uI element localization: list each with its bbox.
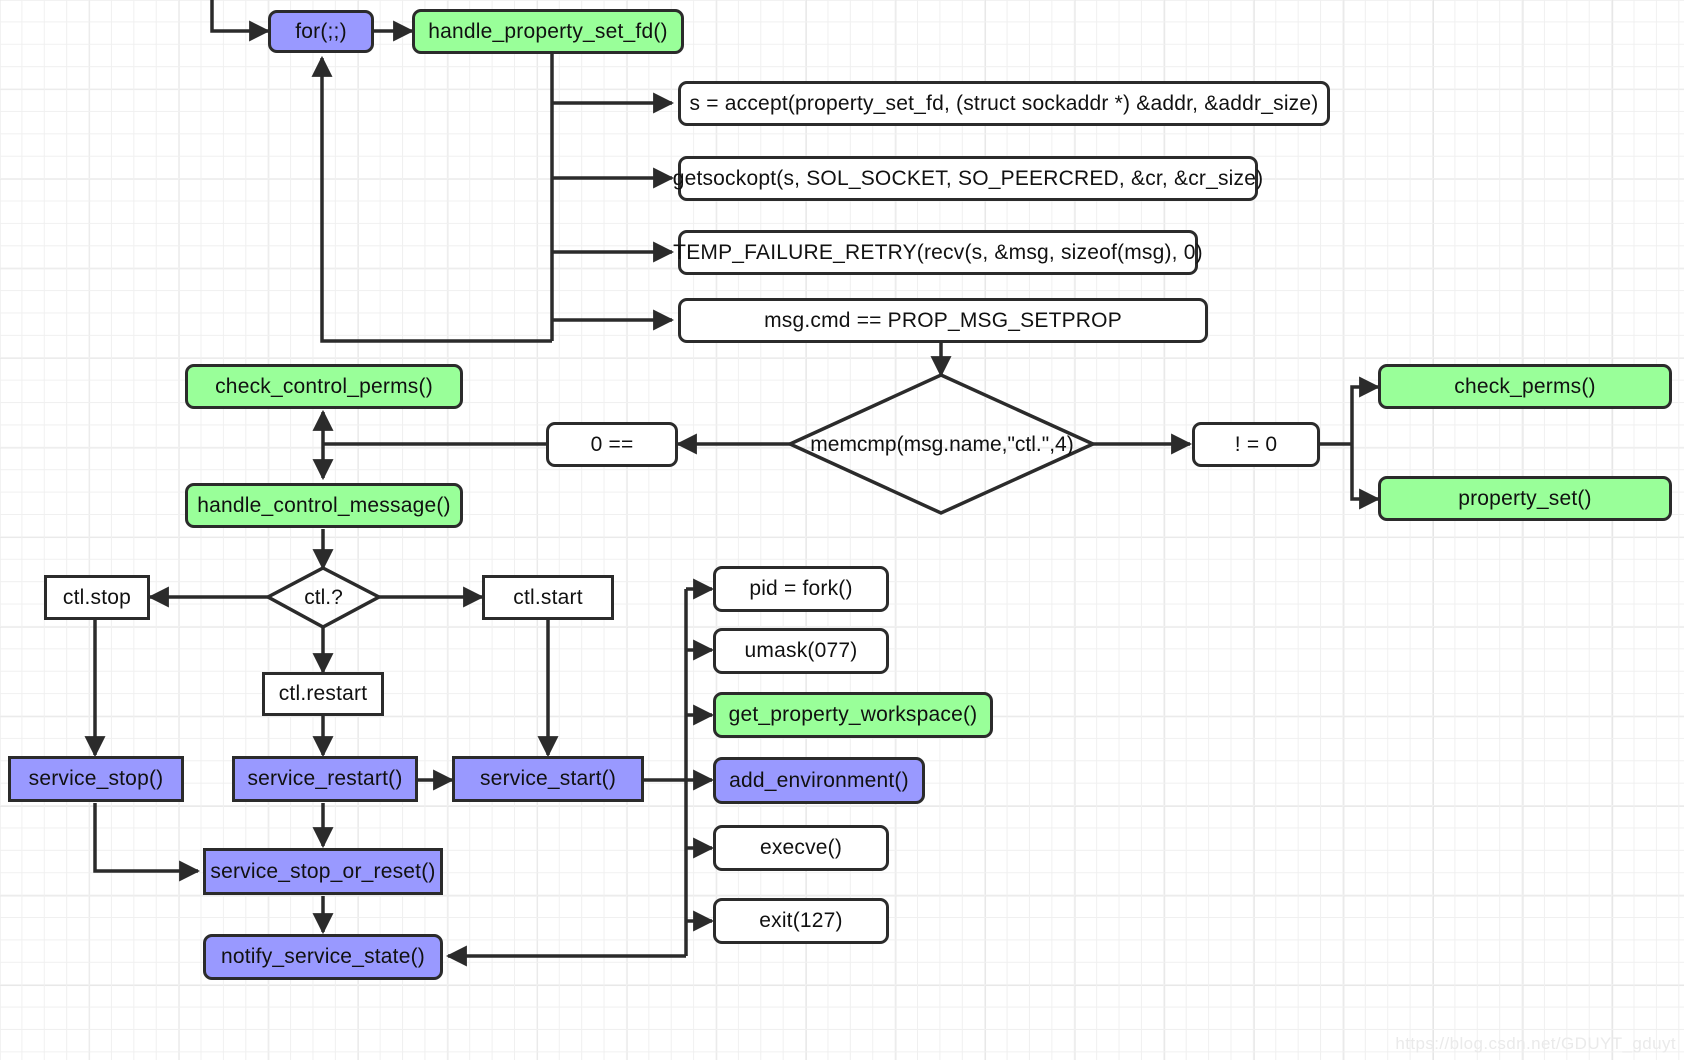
- watermark: https://blog.csdn.net/GDUYT_gduyt: [1395, 1034, 1676, 1053]
- node-pid-fork-label: pid = fork(): [749, 577, 853, 600]
- node-eq-zero[interactable]: 0 ==: [546, 422, 678, 467]
- node-temp-failure-retry-label: TEMP_FAILURE_RETRY(recv(s, &msg, sizeof(…: [673, 240, 1203, 264]
- node-add-environment[interactable]: add_environment(): [713, 757, 925, 804]
- node-service-start[interactable]: service_start(): [452, 756, 644, 802]
- node-check-perms-label: check_perms(): [1454, 374, 1596, 398]
- node-handle-control-message[interactable]: handle_control_message(): [185, 483, 463, 528]
- node-ctl-start-label: ctl.start: [513, 585, 583, 609]
- node-notify-service-state[interactable]: notify_service_state(): [203, 934, 443, 980]
- node-temp-failure-retry[interactable]: TEMP_FAILURE_RETRY(recv(s, &msg, sizeof(…: [673, 230, 1203, 275]
- node-memcmp-decision-label: memcmp(msg.name,"ctl.",4): [810, 433, 1074, 456]
- node-exit127-label: exit(127): [759, 909, 843, 932]
- node-ctl-stop[interactable]: ctl.stop: [44, 575, 150, 620]
- node-property-set-label: property_set(): [1458, 486, 1592, 510]
- node-exit127[interactable]: exit(127): [713, 898, 889, 944]
- node-service-stop-or-reset[interactable]: service_stop_or_reset(): [203, 848, 443, 895]
- node-msg-cmd-label: msg.cmd == PROP_MSG_SETPROP: [764, 308, 1122, 332]
- node-check-perms[interactable]: check_perms(): [1378, 364, 1672, 409]
- node-execve[interactable]: execve(): [713, 825, 889, 871]
- node-handle-control-message-label: handle_control_message(): [197, 493, 451, 517]
- node-service-start-label: service_start(): [479, 767, 617, 790]
- node-service-restart[interactable]: service_restart(): [232, 756, 418, 802]
- node-accept-label: s = accept(property_set_fd, (struct sock…: [689, 91, 1319, 115]
- node-get-property-workspace[interactable]: get_property_workspace(): [713, 692, 993, 738]
- node-ne-zero-label: ! = 0: [1234, 432, 1278, 456]
- node-get-property-workspace-label: get_property_workspace(): [728, 703, 978, 726]
- node-for-loop-label: for(;;): [295, 19, 347, 43]
- node-getsockopt[interactable]: getsockopt(s, SOL_SOCKET, SO_PEERCRED, &…: [673, 156, 1263, 201]
- node-ctl-restart[interactable]: ctl.restart: [262, 672, 384, 716]
- node-check-control-perms[interactable]: check_control_perms(): [185, 364, 463, 409]
- node-eq-zero-label: 0 ==: [590, 432, 634, 456]
- node-ctl-decision-label: ctl.?: [304, 585, 343, 609]
- node-property-set[interactable]: property_set(): [1378, 476, 1672, 521]
- node-service-stop[interactable]: service_stop(): [8, 756, 184, 802]
- node-ctl-stop-label: ctl.stop: [62, 585, 132, 609]
- node-service-restart-label: service_restart(): [247, 767, 403, 790]
- node-add-environment-label: add_environment(): [729, 768, 909, 792]
- node-ctl-decision[interactable]: ctl.?: [268, 568, 379, 627]
- node-notify-service-state-label: notify_service_state(): [221, 945, 425, 968]
- node-accept[interactable]: s = accept(property_set_fd, (struct sock…: [678, 81, 1330, 126]
- node-check-control-perms-label: check_control_perms(): [215, 374, 433, 398]
- node-handle-property-set-fd[interactable]: handle_property_set_fd(): [412, 9, 684, 54]
- node-execve-label: execve(): [759, 836, 843, 859]
- node-msg-cmd[interactable]: msg.cmd == PROP_MSG_SETPROP: [678, 298, 1208, 343]
- node-ne-zero[interactable]: ! = 0: [1192, 422, 1320, 467]
- node-memcmp-decision[interactable]: memcmp(msg.name,"ctl.",4): [790, 375, 1094, 515]
- node-getsockopt-label: getsockopt(s, SOL_SOCKET, SO_PEERCRED, &…: [672, 166, 1264, 190]
- node-ctl-start[interactable]: ctl.start: [482, 575, 614, 620]
- node-service-stop-label: service_stop(): [28, 767, 164, 790]
- node-umask-label: umask(077): [744, 639, 858, 662]
- node-handle-property-set-fd-label: handle_property_set_fd(): [428, 19, 668, 43]
- node-service-stop-or-reset-label: service_stop_or_reset(): [210, 859, 436, 883]
- node-for-loop[interactable]: for(;;): [268, 10, 374, 53]
- node-ctl-restart-label: ctl.restart: [278, 682, 368, 705]
- node-umask[interactable]: umask(077): [713, 628, 889, 674]
- node-pid-fork[interactable]: pid = fork(): [713, 566, 889, 612]
